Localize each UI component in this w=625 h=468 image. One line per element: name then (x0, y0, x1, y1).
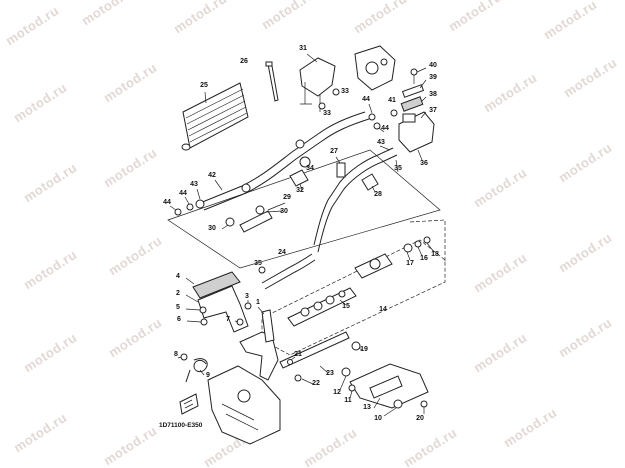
callout-29: 29 (283, 194, 291, 201)
callout-17: 17 (406, 260, 414, 267)
diagram-code: 1D71100-E350 (159, 422, 203, 429)
callout-10: 10 (374, 415, 382, 422)
part-piston-kit (287, 287, 357, 327)
callout-2: 2 (176, 290, 180, 297)
callout-12: 12 (333, 389, 341, 396)
callout-39: 39 (429, 74, 437, 81)
callout-25: 25 (200, 82, 208, 89)
callout-34: 34 (306, 165, 314, 172)
callout-36: 36 (420, 160, 428, 167)
part-cable-tie (265, 61, 279, 102)
master-cylinder-kit-outline-top (409, 219, 446, 262)
part-lower-hose (258, 253, 316, 290)
callout-21: 21 (294, 351, 302, 358)
part-hose-fittings (289, 156, 379, 193)
callout-44: 44 (179, 190, 187, 197)
callout-44: 44 (163, 199, 171, 206)
callout-44: 44 (381, 125, 389, 132)
callout-18: 18 (431, 251, 439, 258)
callout-31: 31 (299, 45, 307, 52)
callout-43: 43 (377, 139, 385, 146)
part-master-cylinder (398, 67, 435, 161)
callout-40: 40 (429, 62, 437, 69)
part-banjo-fittings-left (169, 179, 223, 216)
callout-16: 16 (420, 255, 428, 262)
part-caliper (354, 45, 396, 91)
callout-33: 33 (323, 110, 331, 117)
callout-13: 13 (363, 404, 371, 411)
callout-20: 20 (416, 415, 424, 422)
callout-26: 26 (240, 58, 248, 65)
part-lower-mount (339, 363, 429, 417)
callout-5: 5 (176, 304, 180, 311)
callout-14: 14 (379, 306, 387, 313)
callout-30: 30 (280, 208, 288, 215)
callout-19: 19 (360, 346, 368, 353)
part-pedal-pad (185, 271, 241, 299)
callout-33: 33 (341, 88, 349, 95)
callout-44: 44 (362, 96, 370, 103)
callout-41: 41 (388, 97, 396, 104)
part-pedal-arm (185, 285, 252, 333)
part-frame-bracket (207, 365, 281, 445)
part-upper-brake-hose (199, 111, 398, 253)
part-cover-sheet (181, 82, 249, 151)
part-pushrod (279, 331, 350, 385)
callout-28: 28 (374, 191, 382, 198)
callout-1: 1 (256, 299, 260, 306)
callout-11: 11 (344, 397, 352, 404)
callout-9: 9 (206, 372, 210, 379)
callout-7: 7 (226, 316, 230, 323)
callout-6: 6 (177, 316, 181, 323)
callout-15: 15 (342, 303, 350, 310)
part-clamps (221, 202, 286, 233)
callout-42: 42 (208, 172, 216, 179)
callout-3: 3 (245, 293, 249, 300)
callout-8: 8 (174, 351, 178, 358)
part-washer (351, 341, 363, 351)
part-reservoir-parts (354, 236, 435, 279)
part-bracket (299, 53, 336, 112)
callout-4: 4 (176, 273, 180, 280)
callout-38: 38 (429, 91, 437, 98)
part-spring (177, 353, 208, 383)
callout-22: 22 (312, 380, 320, 387)
part-banjo-fittings-right (368, 103, 399, 173)
part-bolts-33 (318, 88, 340, 110)
callout-35: 35 (394, 165, 402, 172)
callout-35: 35 (254, 260, 262, 267)
callout-24: 24 (278, 249, 286, 256)
callout-43: 43 (190, 181, 198, 188)
callout-37: 37 (429, 107, 437, 114)
rear-direction-icon (179, 393, 199, 415)
callout-23: 23 (326, 370, 334, 377)
part-main-lever (239, 306, 279, 381)
callout-30: 30 (208, 225, 216, 232)
callout-27: 27 (330, 148, 338, 155)
callout-32: 32 (296, 187, 304, 194)
